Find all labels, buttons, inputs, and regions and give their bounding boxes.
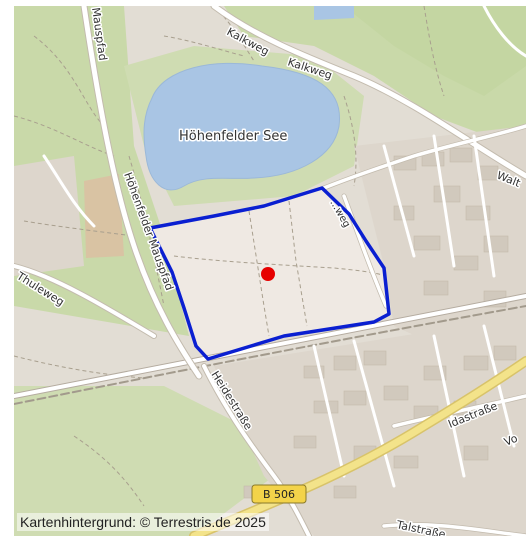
b506-shield: B 506 — [251, 484, 307, 504]
building-blocks — [243, 147, 517, 499]
map-attribution: Kartenhintergrund: © Terrestris.de 2025 — [17, 513, 269, 531]
b506-label: B 506 — [263, 488, 295, 501]
field-patch — [84, 174, 124, 258]
map-canvas[interactable]: Höhenfelder See Kalkweg Kalkweg Mauspfad… — [14, 6, 526, 536]
park-south — [14, 386, 274, 536]
label-lake: Höhenfelder See — [179, 129, 287, 144]
map-view[interactable]: Höhenfelder See Kalkweg Kalkweg Mauspfad… — [14, 6, 526, 536]
forest-northeast — [344, 6, 526, 96]
trunk-road-b506 — [190, 357, 526, 536]
road-network — [14, 6, 526, 536]
residential-south — [214, 316, 526, 536]
location-marker-icon[interactable] — [261, 267, 275, 281]
residential-west — [14, 156, 84, 276]
area-boundary[interactable] — [148, 186, 391, 361]
water-north — [314, 6, 354, 20]
hoehenfelder-see-water — [143, 62, 341, 191]
